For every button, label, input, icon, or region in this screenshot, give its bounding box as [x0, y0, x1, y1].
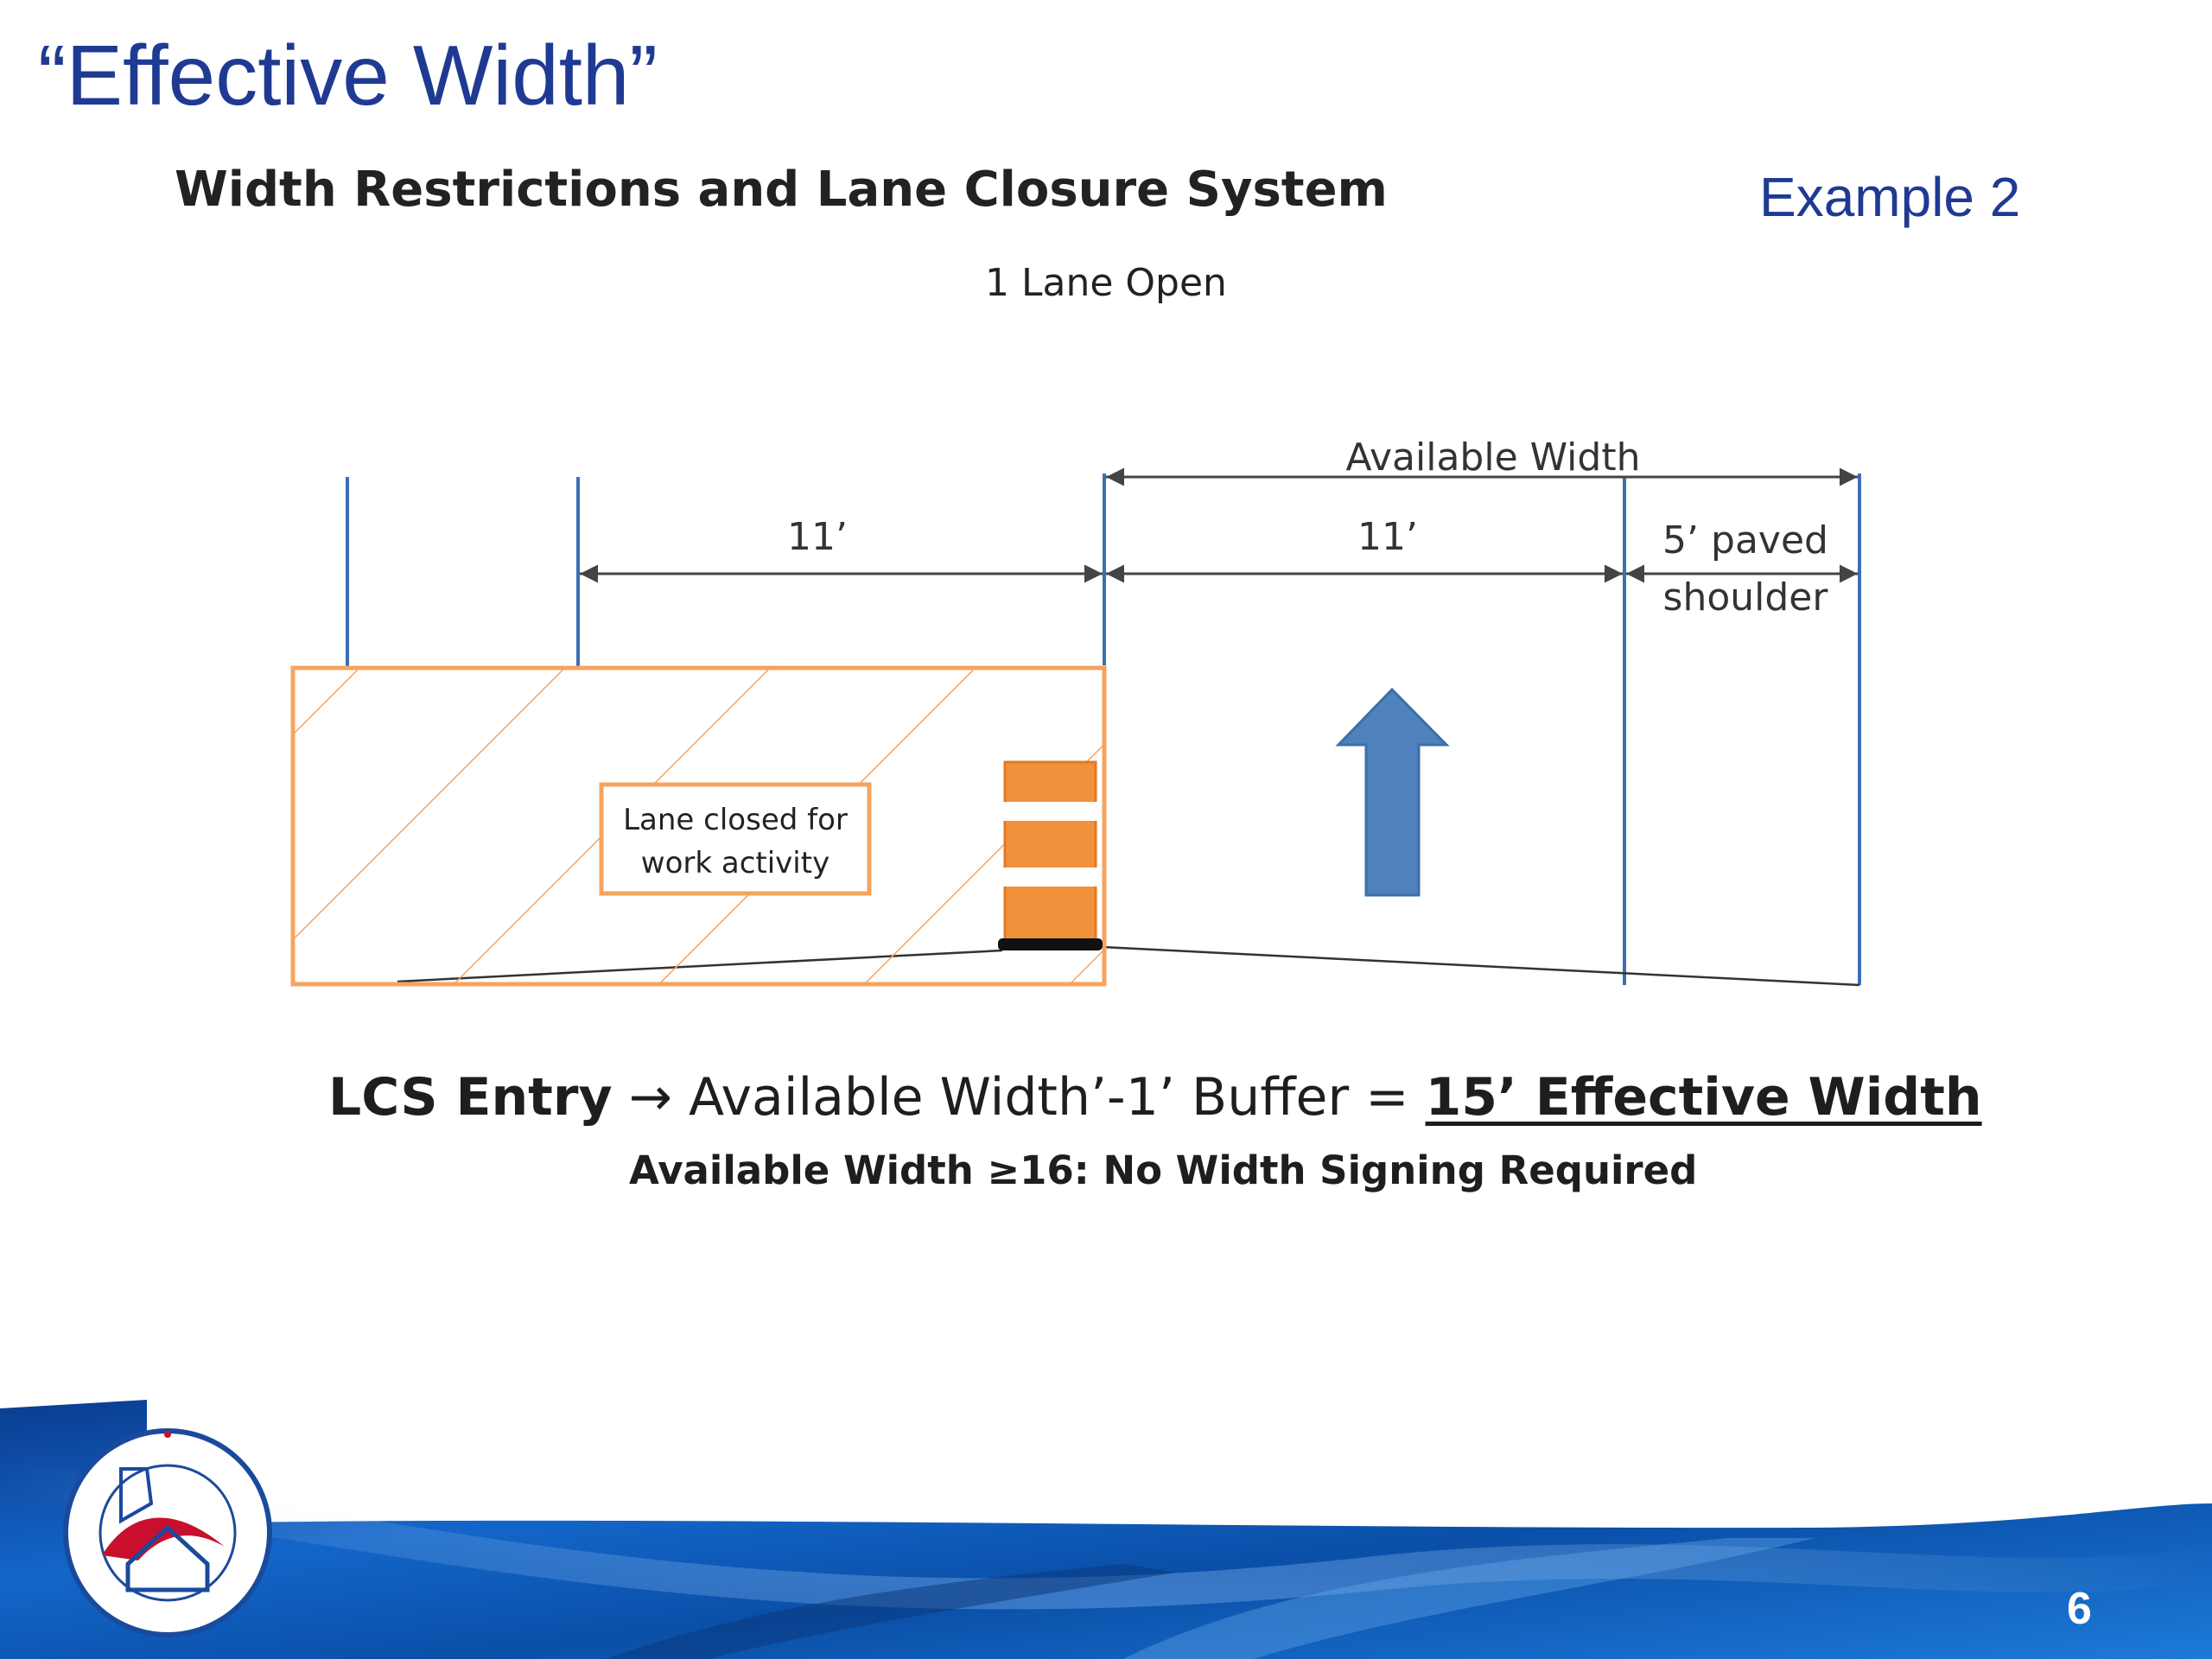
closure-note-line1: Lane closed for [623, 803, 848, 837]
closure-note-line2: work activity [641, 846, 830, 880]
footer-wave-band [0, 1400, 2212, 1659]
formula-arrow-icon: → [628, 1067, 672, 1128]
page-number: 6 [2067, 1584, 2092, 1634]
closure-note: Lane closed for work activity [599, 782, 872, 896]
available-width-label: Available Width [1346, 435, 1641, 480]
effective-width-result: 15’ Effective Width [1425, 1067, 1982, 1128]
travel-direction-arrow-icon [1335, 687, 1450, 897]
open-lane-width-label: 11’ [1357, 515, 1418, 559]
closed-lane-width-label: 11’ [787, 515, 848, 559]
diagram-heading: Width Restrictions and Lane Closure Syst… [175, 162, 1388, 218]
example-label: Example 2 [1759, 166, 2021, 228]
formula-expression: Available Width’-1’ Buffer = [689, 1067, 1426, 1128]
shoulder-label-line2: shoulder [1663, 575, 1829, 620]
pavement-edge-right [1102, 945, 1860, 987]
wisdot-logo [63, 1428, 272, 1637]
lanes-open-label: 1 Lane Open [985, 261, 1227, 305]
effective-width-formula: LCS Entry → Available Width’-1’ Buffer =… [328, 1071, 1982, 1123]
lcs-entry-label: LCS Entry [328, 1067, 613, 1128]
slide-title: “Effective Width” [38, 28, 658, 123]
shoulder-label-line1: 5’ paved [1662, 518, 1828, 563]
traffic-drum-icon [998, 760, 1103, 950]
signing-rule-note: Available Width ≥16: No Width Signing Re… [629, 1147, 1698, 1193]
